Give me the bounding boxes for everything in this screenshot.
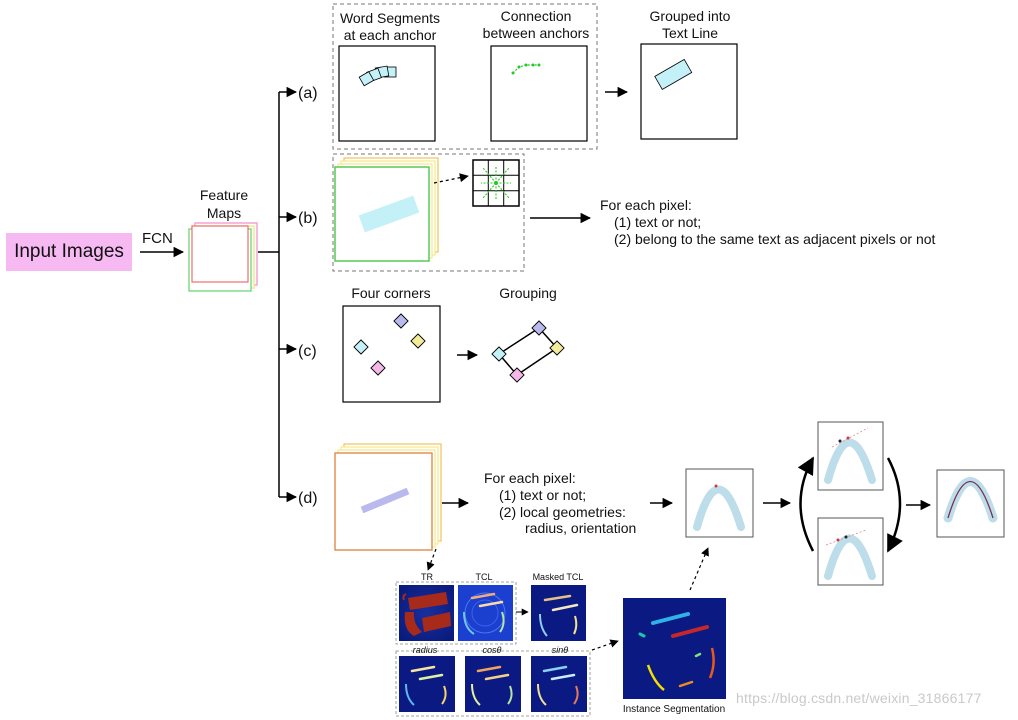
feature-maps-label-2: Maps [207,205,241,221]
d-heading: For each pixel: [484,470,576,486]
instance-seg-label: Instance Segmentation [623,704,725,715]
arc-shape-3 [824,534,876,580]
branch-b-label: (b) [298,210,318,227]
branch-c-label: (c) [298,343,317,360]
dashed-arrow-to-instance [591,639,619,651]
grouped-label-1: Grouped into [650,8,731,24]
d-item-2b: radius, orientation [525,520,636,536]
watermark: https://blog.csdn.net/weixin_31866177 [736,690,982,706]
arc-point-2b [846,436,850,440]
cos-label: cosθ [483,645,502,655]
dashed-arrow-to-arc [689,547,709,591]
arc-shape-1 [693,485,745,531]
word-segments-label-1: Word Segments [340,10,440,26]
grouping-label: Grouping [499,285,557,301]
geometry-text-region [360,487,410,514]
tr-map [399,585,454,641]
corner-points [353,313,426,376]
radius-label: radius [413,645,438,655]
grouped-label-2: Text Line [662,25,718,41]
arc-shape-2 [824,438,876,484]
word-segments-label-2: at each anchor [344,27,437,43]
masked-tcl-label: Masked TCL [533,572,584,582]
grouped-panel [640,43,738,140]
arc-centerline-final [947,481,994,519]
b-heading: For each pixel: [600,197,692,213]
branch-a-label: (a) [298,85,318,102]
input-images-box: Input Images [6,233,132,271]
radius-map [399,656,455,712]
b-item-1: (1) text or not; [614,214,701,230]
pixel-text-region [358,195,420,233]
sin-map [531,656,587,712]
masked-tcl-map [531,585,586,641]
word-segments-boxes [358,65,397,87]
geometry-group [395,650,591,717]
dashed-arrow-to-grid [433,173,469,184]
branch-d-label: (d) [298,490,318,507]
tr-label: TR [421,572,433,582]
pixel-neighborhood-grid [472,159,520,207]
tcl-map [458,585,513,641]
connection-label-2: between anchors [483,25,590,41]
four-corners-panel [342,305,441,403]
cos-map [465,656,521,712]
fcn-label: FCN [142,230,173,247]
word-segments-panel [338,45,436,142]
arc-point-2a [838,439,842,443]
arc-seed-point [714,484,718,488]
anchor-connections [511,63,541,75]
feature-maps-label-1: Feature [200,187,248,203]
grouped-quadrilateral [491,320,565,383]
tr-tcl-group [395,581,517,645]
d-item-1: (1) text or not; [499,487,586,503]
feature-maps-stack [188,222,258,292]
sin-label: sinθ [552,645,569,655]
branch-tree [258,86,298,503]
arc-point-3a [836,538,840,542]
text-line-box [654,58,693,90]
connection-panel [490,45,588,142]
connection-label-1: Connection [501,8,572,24]
loop-arrow-left [797,456,815,552]
instance-segmentation-map [623,598,726,699]
branch-a-dashed-group [332,3,598,150]
dashed-arrow-to-maps [426,548,437,571]
four-corners-label: Four corners [351,285,430,301]
loop-arrow-right [886,457,903,553]
b-item-2: (2) belong to the same text as adjacent … [614,231,936,247]
tcl-label: TCL [475,572,492,582]
d-item-2a: (2) local geometries: [499,504,626,520]
arc-point-3b [844,535,848,539]
arc-tangent-2 [831,427,869,448]
